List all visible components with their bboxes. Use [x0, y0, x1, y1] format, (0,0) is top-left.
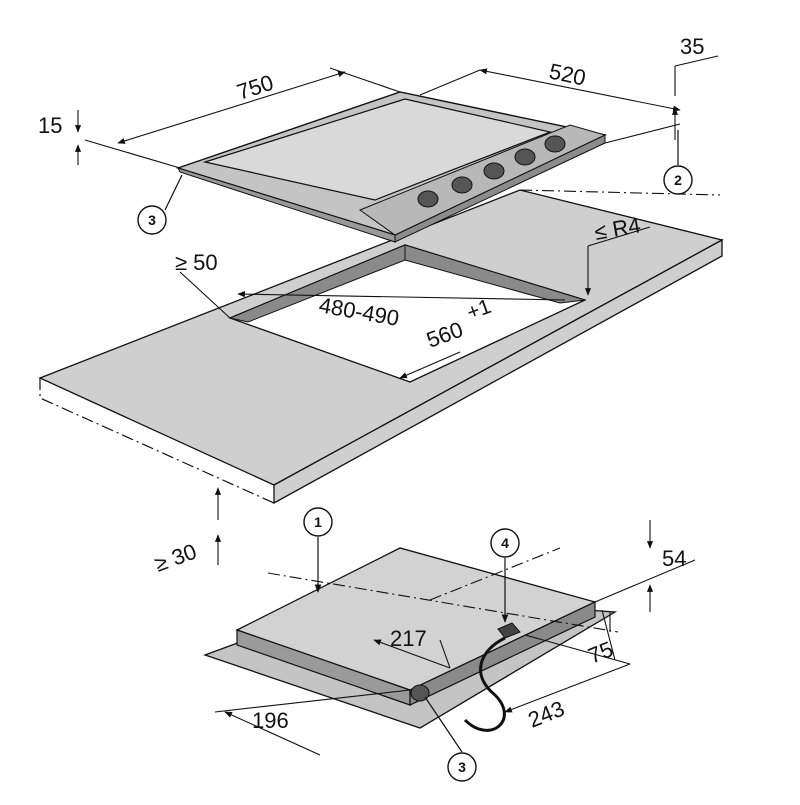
worktop-front-edge — [273, 238, 723, 505]
dim-54: 54 — [662, 546, 686, 571]
knob-icon — [451, 176, 473, 194]
dim-35: 35 — [680, 34, 704, 59]
dimension-lines-top — [74, 55, 719, 565]
callout-2-circle — [663, 165, 693, 195]
callout-4-label: 4 — [501, 535, 509, 551]
hob-top — [175, 91, 681, 243]
hob-depth-line — [604, 123, 681, 144]
callout-3-bottom-leader — [424, 696, 463, 753]
centre-axis — [267, 572, 619, 633]
cutout-right-wall — [404, 244, 586, 304]
callout-3-top-label: 3 — [148, 212, 156, 228]
callout-3-top-circle — [137, 205, 167, 235]
knob-icon — [514, 148, 536, 166]
hob-body-right — [409, 601, 596, 706]
callouts: 1 2 3 3 4 — [137, 130, 693, 782]
knob-icon — [417, 190, 439, 208]
centre-axis-2 — [429, 547, 561, 601]
callout-4-circle — [490, 528, 520, 558]
callout-1-circle — [303, 507, 333, 537]
dim-196: 196 — [252, 708, 289, 733]
power-cable — [463, 636, 506, 732]
callout-3-bottom-label: 3 — [458, 759, 466, 775]
dim-ge-30: ≥ 30 — [151, 539, 200, 577]
cutout — [228, 244, 587, 383]
dim-520: 520 — [547, 58, 588, 90]
hob-control-strip — [358, 124, 607, 236]
knob-icon — [483, 162, 505, 180]
knob-icon — [544, 135, 566, 153]
callout-3-top-leader — [164, 174, 183, 211]
dim-15: 15 — [38, 113, 62, 138]
dim-243: 243 — [525, 696, 568, 733]
worktop-break-line — [39, 378, 275, 504]
worktop-break-line-top — [519, 189, 721, 196]
dim-75: 75 — [585, 636, 617, 668]
connector-block — [497, 622, 521, 639]
dimension-lines-bottom — [214, 520, 696, 756]
callout-2-label: 2 — [674, 172, 682, 188]
hob-knobs — [417, 135, 566, 208]
dim-750: 750 — [234, 70, 277, 105]
dim-ge-50: ≥ 50 — [175, 250, 218, 275]
callout-3-bottom-circle — [447, 752, 477, 782]
gas-inlet-icon — [410, 684, 430, 702]
dim-217: 217 — [390, 626, 427, 651]
callout-1-label: 1 — [314, 514, 322, 530]
